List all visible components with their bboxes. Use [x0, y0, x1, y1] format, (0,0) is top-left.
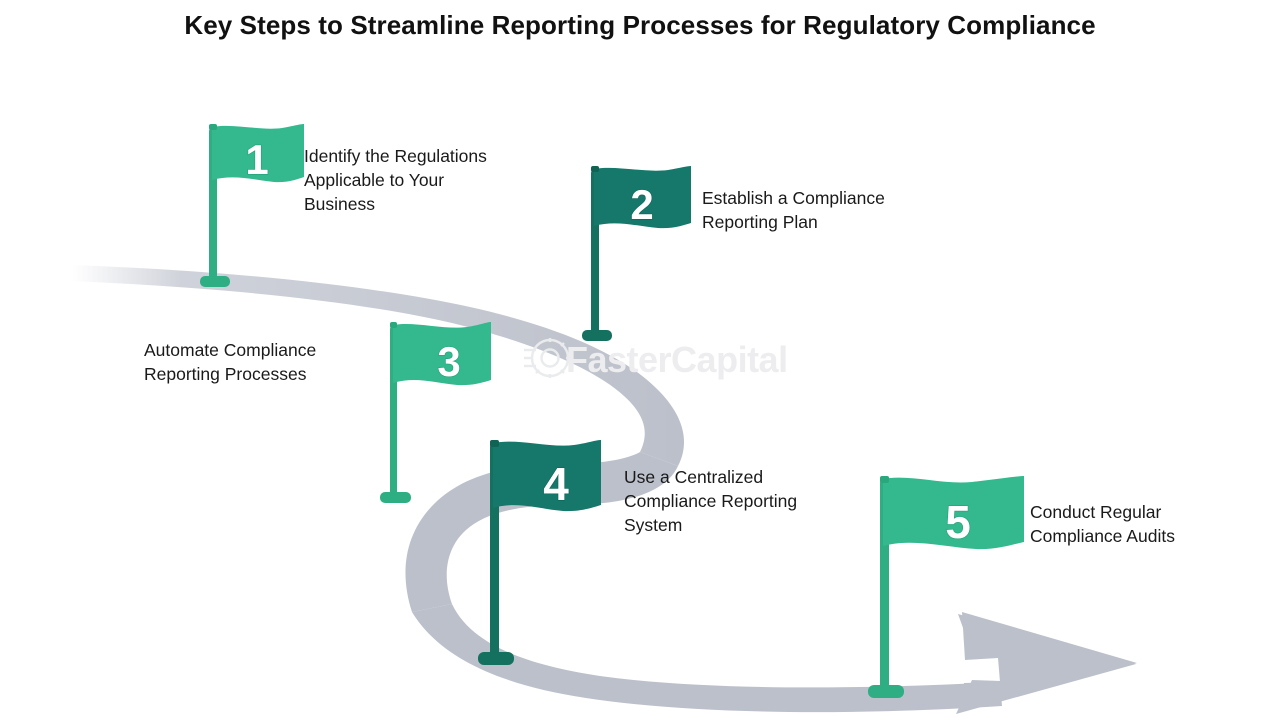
- flag-5-number-wrap: 5: [945, 495, 972, 548]
- step-1-label: Identify the Regulations Applicable to Y…: [304, 146, 487, 214]
- flag-4-graphic: [478, 440, 601, 665]
- flag-step-2[interactable]: 2: [582, 166, 698, 344]
- flag-3-banner: [393, 322, 491, 386]
- step-5-label: Conduct Regular Compliance Audits: [1030, 502, 1175, 546]
- flag-2-graphic: [582, 166, 691, 341]
- flag-3-hoist-notch: [390, 322, 397, 328]
- flag-2-number-wrap: 2: [630, 180, 655, 228]
- flag-4-number-wrap: 4: [543, 457, 570, 510]
- road-segment-middle: [405, 452, 678, 612]
- flag-5-graphic: [868, 476, 1024, 698]
- road-arrowhead-main: [956, 614, 1136, 714]
- flag-2-number: 2: [630, 181, 653, 228]
- flag-4-number: 4: [543, 458, 569, 510]
- step-3-label: Automate Compliance Reporting Processes: [144, 340, 317, 384]
- flag-3-number: 3: [437, 338, 460, 385]
- road-segment-lower: [412, 604, 1002, 713]
- flag-5-banner: [883, 476, 1024, 550]
- step-4-label: Use a Centralized Compliance Reporting S…: [624, 467, 798, 535]
- flag-step-4[interactable]: 4: [478, 440, 614, 670]
- flag-1-base: [200, 276, 230, 287]
- flag-4-base: [478, 652, 514, 665]
- road-segment-upper: [72, 265, 684, 466]
- flag-4-hoist-notch: [490, 440, 499, 447]
- flag-3-graphic: [380, 322, 491, 503]
- flag-2-hoist-notch: [591, 166, 599, 172]
- flag-step-1[interactable]: 1: [200, 124, 314, 289]
- flag-3-base: [380, 492, 411, 503]
- flag-1-banner: [212, 124, 304, 183]
- flag-5-number: 5: [945, 496, 971, 548]
- flag-4-banner: [493, 440, 601, 512]
- flag-1-number-wrap: 1: [245, 135, 270, 183]
- step-2-label: Establish a Compliance Reporting Plan: [702, 188, 885, 232]
- flag-step-5[interactable]: 5: [868, 476, 1032, 704]
- flag-1-number: 1: [245, 136, 268, 183]
- flag-2-banner: [594, 166, 691, 229]
- flag-1-graphic: [200, 124, 304, 287]
- flag-step-3[interactable]: 3: [380, 322, 500, 508]
- flag-1-hoist-notch: [209, 124, 217, 130]
- flag-3-number-wrap: 3: [437, 337, 462, 385]
- flag-2-base: [582, 330, 612, 341]
- flag-5-base: [868, 685, 904, 698]
- flag-5-hoist-notch: [880, 476, 889, 483]
- page-title: Key Steps to Streamline Reporting Proces…: [184, 10, 1096, 40]
